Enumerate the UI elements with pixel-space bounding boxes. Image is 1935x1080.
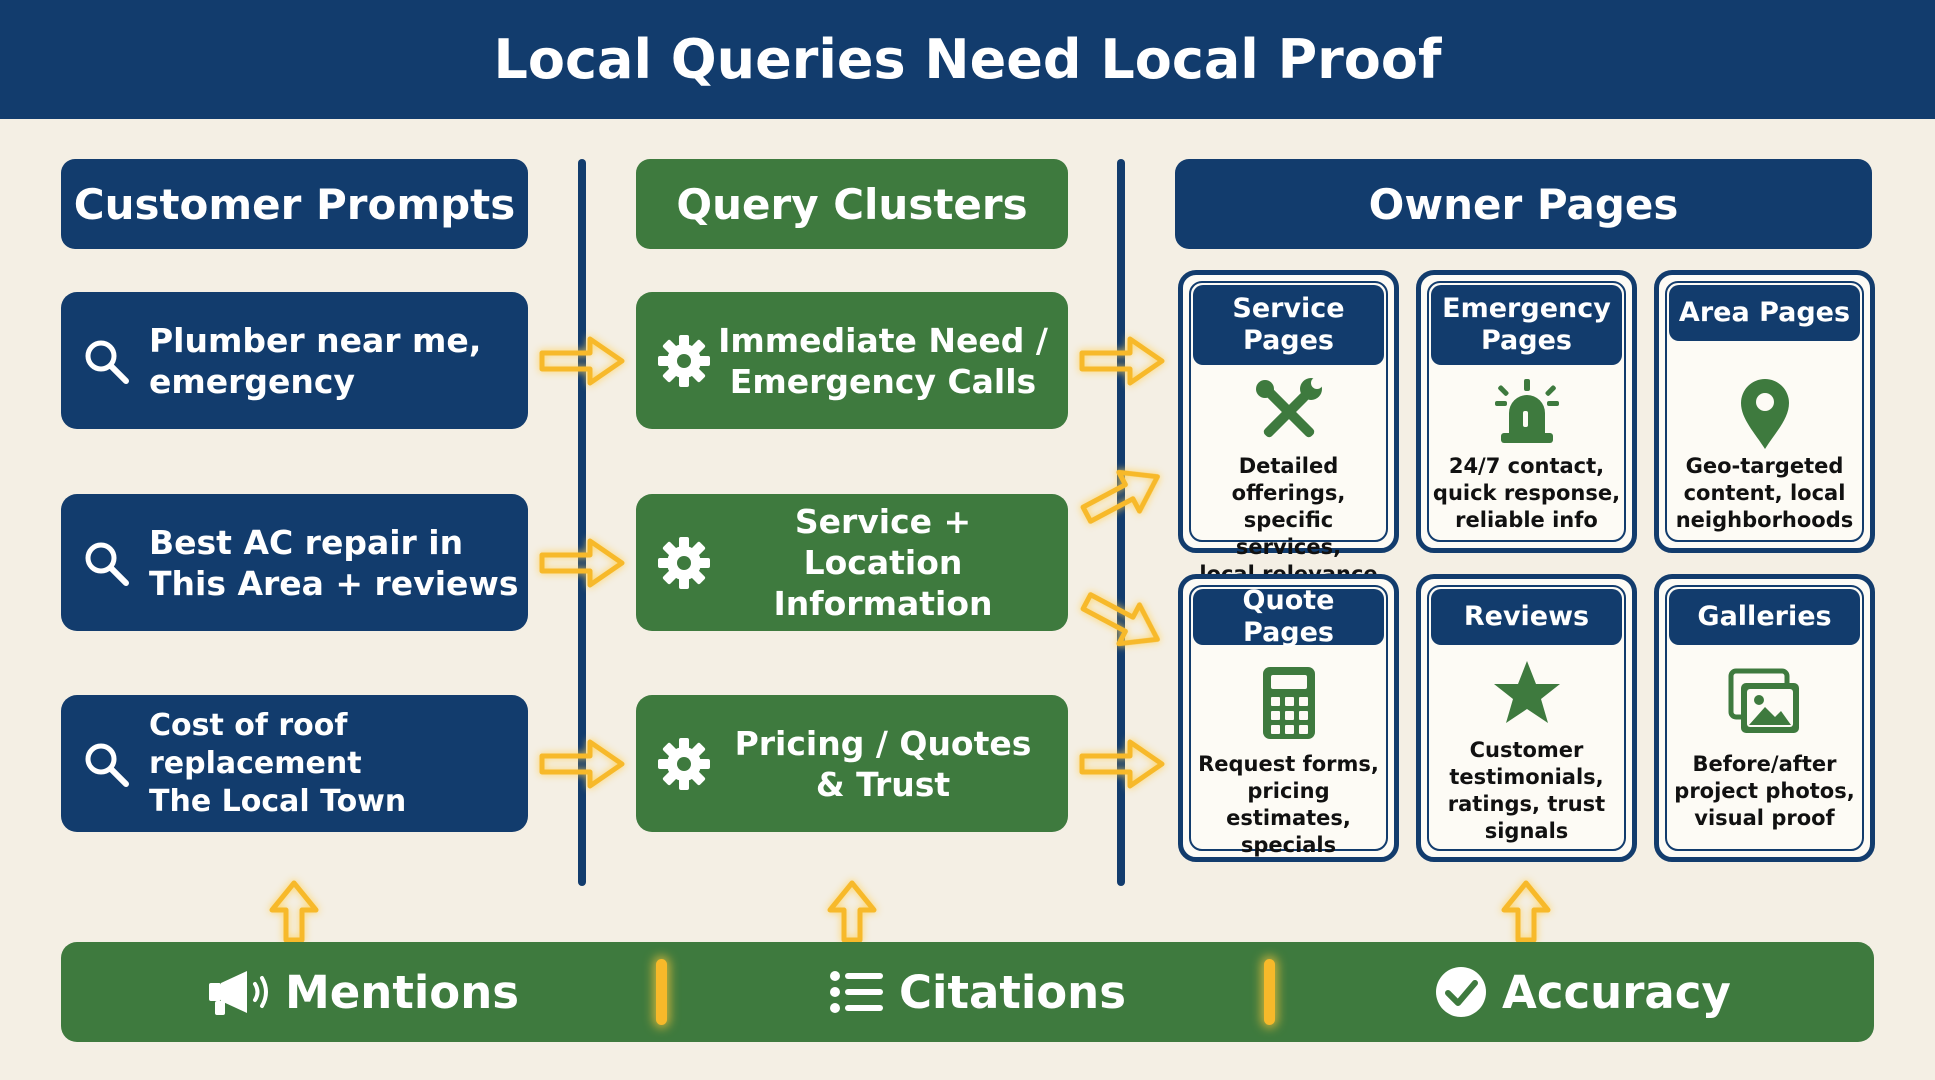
separator bbox=[656, 959, 667, 1025]
cluster-text: Service + Location Information bbox=[773, 502, 993, 623]
arrow-right-icon bbox=[1079, 336, 1165, 386]
check-circle-icon bbox=[1436, 967, 1486, 1017]
prompt-ac-repair: Best AC repair in This Area + reviews bbox=[61, 494, 528, 631]
prompt-roof-replacement: Cost of roof replacement The Local Town bbox=[61, 695, 528, 832]
prompt-text: Cost of roof replacement The Local Town bbox=[149, 707, 407, 819]
signals-bar: Mentions Citations Accuracy bbox=[61, 942, 1874, 1042]
signal-accuracy: Accuracy bbox=[1434, 942, 1731, 1042]
card-reviews: Reviews Customer testimonials, ratings, … bbox=[1416, 574, 1637, 862]
location-pin-icon bbox=[1740, 379, 1789, 449]
gear-icon bbox=[658, 334, 710, 387]
card-title: Galleries bbox=[1669, 589, 1860, 645]
card-title: Area Pages bbox=[1669, 285, 1860, 341]
gear-icon bbox=[658, 737, 710, 790]
cluster-immediate-need: Immediate Need / Emergency Calls bbox=[636, 292, 1068, 429]
signal-accuracy-label: Accuracy bbox=[1502, 965, 1731, 1019]
arrow-up-right-icon bbox=[1080, 469, 1160, 524]
signal-citations-label: Citations bbox=[899, 965, 1126, 1019]
search-icon bbox=[85, 542, 129, 586]
cluster-pricing-quotes: Pricing / Quotes & Trust bbox=[636, 695, 1068, 832]
arrow-up-icon bbox=[827, 880, 877, 943]
card-title: Service Pages bbox=[1193, 285, 1384, 365]
arrow-up-icon bbox=[269, 880, 319, 943]
card-description: Geo-targeted content, local neighborhood… bbox=[1675, 454, 1854, 532]
card-description: Before/after project photos, visual proo… bbox=[1674, 752, 1855, 830]
siren-icon bbox=[1494, 379, 1559, 443]
card-service-pages: Service Pages Detailed offerings, specif… bbox=[1178, 270, 1399, 586]
card-galleries: Galleries Before/after project photos, v… bbox=[1654, 574, 1875, 862]
signal-mentions: Mentions bbox=[207, 942, 519, 1042]
arrow-right-icon bbox=[539, 538, 625, 588]
photo-gallery-icon bbox=[1728, 668, 1799, 733]
calculator-icon bbox=[1262, 667, 1315, 739]
separator bbox=[1264, 959, 1275, 1025]
card-title: Reviews bbox=[1431, 589, 1622, 645]
arrow-right-icon bbox=[1079, 739, 1165, 789]
arrow-up-icon bbox=[1501, 880, 1551, 943]
card-title: Quote Pages bbox=[1193, 585, 1384, 648]
prompt-text: Best AC repair in This Area + reviews bbox=[149, 522, 519, 603]
list-icon bbox=[830, 971, 883, 1013]
column-divider-right bbox=[1117, 159, 1125, 886]
search-icon bbox=[85, 743, 129, 787]
card-quote-pages: Quote Pages Request forms, pricing estim… bbox=[1178, 574, 1399, 862]
column-divider-left bbox=[578, 159, 586, 886]
column-header-customer-prompts: Customer Prompts bbox=[61, 159, 528, 249]
cluster-text: Immediate Need / Emergency Calls bbox=[718, 320, 1048, 401]
tools-icon bbox=[1255, 377, 1323, 438]
star-icon bbox=[1493, 661, 1560, 723]
search-icon bbox=[85, 340, 129, 384]
column-header-owner-pages: Owner Pages bbox=[1175, 159, 1872, 249]
card-description: Request forms, pricing estimates, specia… bbox=[1198, 752, 1379, 857]
card-description: 24/7 contact, quick response, reliable i… bbox=[1432, 454, 1621, 532]
arrow-right-icon bbox=[539, 336, 625, 386]
card-area-pages: Area Pages Geo-targeted content, local n… bbox=[1654, 270, 1875, 553]
card-description: Customer testimonials, ratings, trust si… bbox=[1447, 738, 1606, 843]
arrow-down-right-icon bbox=[1080, 592, 1160, 647]
column-header-query-clusters: Query Clusters bbox=[636, 159, 1068, 249]
signal-mentions-label: Mentions bbox=[285, 965, 520, 1019]
prompt-plumber: Plumber near me, emergency bbox=[61, 292, 528, 429]
gear-icon bbox=[658, 536, 710, 589]
card-title: Emergency Pages bbox=[1431, 285, 1622, 365]
megaphone-icon bbox=[209, 971, 268, 1015]
cluster-service-location: Service + Location Information bbox=[636, 494, 1068, 631]
card-description: Detailed offerings, specific services, l… bbox=[1199, 454, 1377, 586]
prompt-text: Plumber near me, emergency bbox=[149, 320, 482, 401]
page-title: Local Queries Need Local Proof bbox=[0, 0, 1935, 119]
card-emergency-pages: Emergency Pages 24/7 contact, quick resp… bbox=[1416, 270, 1637, 553]
signal-citations: Citations bbox=[829, 942, 1126, 1042]
cluster-text: Pricing / Quotes & Trust bbox=[734, 723, 1032, 804]
arrow-right-icon bbox=[539, 739, 625, 789]
